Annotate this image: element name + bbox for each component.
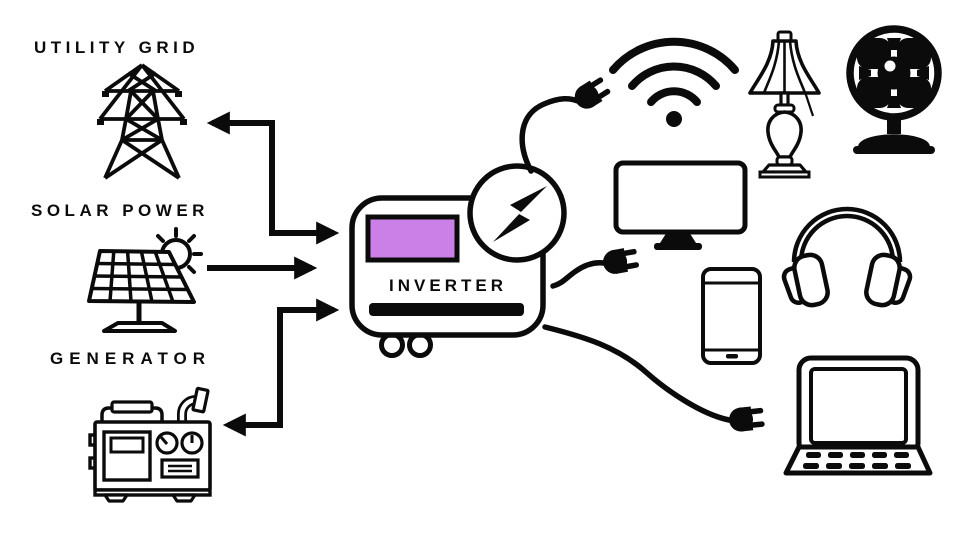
arrow-grid-inverter [206, 111, 340, 245]
monitor-icon [613, 160, 748, 250]
power-badge-circle [467, 163, 567, 263]
table-fan-icon [846, 25, 942, 154]
plug-icon-middle [603, 248, 639, 274]
headphones-icon [781, 206, 913, 308]
inverter-label: INVERTER [389, 276, 507, 295]
lightning-bolt-icon [493, 186, 547, 242]
laptop-icon [783, 355, 933, 476]
smartphone-icon [701, 267, 762, 365]
power-cord-middle [550, 260, 607, 289]
arrow-generator-inverter [222, 298, 340, 437]
transmission-tower-icon [97, 63, 187, 180]
table-lamp-icon [748, 30, 821, 179]
generator-icon [88, 386, 212, 503]
power-cord-wifi [519, 96, 581, 174]
inverter-vent-bar [369, 303, 524, 316]
plug-icon-laptop [729, 406, 765, 432]
inverter-unit [349, 163, 567, 358]
generator-label: GENERATOR [50, 349, 212, 368]
wifi-icon [609, 37, 739, 127]
plug-icon-wifi [574, 77, 611, 109]
power-cord-laptop [542, 324, 732, 423]
utility-grid-label: UTILITY GRID [34, 38, 200, 57]
solar-power-label: SOLAR POWER [31, 201, 209, 220]
inverter-screen [365, 214, 460, 263]
solar-panel-icon [87, 227, 203, 333]
